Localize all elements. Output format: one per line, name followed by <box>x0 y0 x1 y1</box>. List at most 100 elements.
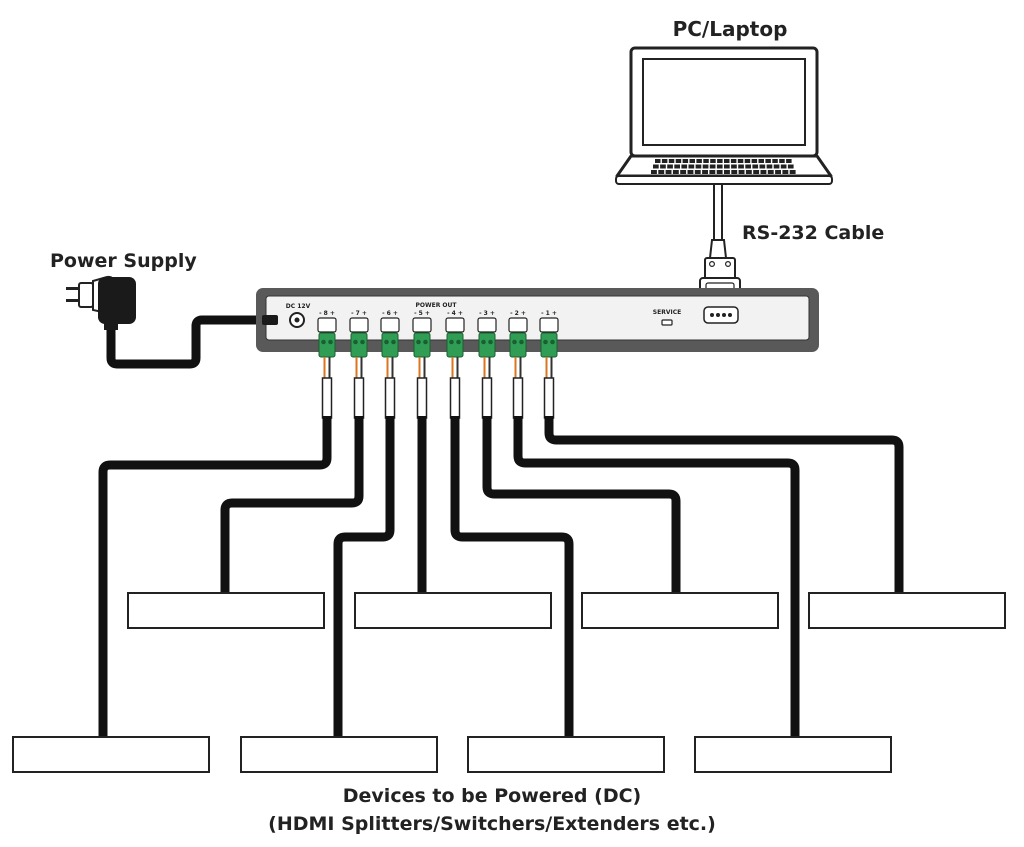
cable-port-4 <box>450 416 574 737</box>
device-box <box>808 592 1006 629</box>
port-label: - 8 + <box>319 310 335 317</box>
key <box>696 159 702 163</box>
key <box>681 164 688 169</box>
cable-sleeve-icon <box>512 377 524 419</box>
key <box>759 164 766 169</box>
key <box>787 164 794 169</box>
key <box>724 159 730 163</box>
key <box>710 159 716 163</box>
key <box>668 159 675 163</box>
key <box>687 170 694 174</box>
key <box>745 164 751 169</box>
key <box>779 159 785 163</box>
screw-icon <box>391 339 396 345</box>
port-label: - 2 + <box>510 310 526 317</box>
device-box <box>467 736 665 773</box>
rs232-cable <box>708 183 728 259</box>
terminal-block-icon <box>478 332 496 358</box>
key <box>702 170 708 174</box>
key <box>765 159 771 163</box>
screw-icon <box>360 339 365 345</box>
key <box>694 170 701 174</box>
port-socket-icon <box>539 317 559 333</box>
output-cables <box>98 416 904 737</box>
key <box>738 170 745 174</box>
device-box <box>581 592 779 629</box>
key <box>773 164 780 169</box>
key <box>651 170 657 174</box>
key <box>730 159 737 163</box>
cable-sleeve-icon <box>449 377 461 419</box>
cable-sleeve-icon <box>416 377 428 419</box>
terminal-blocks <box>318 332 558 419</box>
key <box>786 159 792 163</box>
key <box>744 159 751 163</box>
port-socket-icon <box>412 317 432 333</box>
cable-sleeve-icon <box>384 377 396 419</box>
screw-icon <box>449 339 454 345</box>
key <box>767 170 774 174</box>
port-socket-icon <box>477 317 497 333</box>
power-out-ports: - 8 +- 7 +- 6 +- 5 +- 4 +- 3 +- 2 +- 1 + <box>317 310 559 333</box>
key <box>766 164 773 169</box>
cable-port-1 <box>544 416 904 593</box>
key <box>753 170 760 174</box>
key <box>703 159 709 163</box>
terminal-block-icon <box>350 332 368 358</box>
cable-port-2 <box>513 416 800 737</box>
cable-sleeve-icon <box>481 377 493 419</box>
key <box>658 170 665 174</box>
key <box>780 164 787 169</box>
key <box>775 170 781 174</box>
rs232-port-icon <box>703 306 739 324</box>
cable-port-3 <box>482 416 681 593</box>
terminal-block-icon <box>540 332 558 358</box>
devices-caption: Devices to be Powered (DC) <box>343 785 641 807</box>
key <box>758 159 764 163</box>
power-out-label: POWER OUT <box>416 302 458 309</box>
port-socket-icon <box>508 317 528 333</box>
pc-laptop-label: PC/Laptop <box>673 17 788 41</box>
key <box>782 170 789 174</box>
key <box>731 164 737 169</box>
screw-icon <box>416 339 421 345</box>
power-supply-label: Power Supply <box>50 250 197 272</box>
screw-icon <box>543 339 548 345</box>
device-box <box>694 736 892 773</box>
device-box <box>127 592 325 629</box>
power-supply-cable <box>106 315 270 369</box>
screw-icon <box>328 339 333 345</box>
key <box>716 170 723 174</box>
cable-port-6 <box>333 416 395 737</box>
key <box>789 170 796 174</box>
port-label: - 5 + <box>414 310 430 317</box>
terminal-block-icon <box>381 332 399 358</box>
service-label: SERVICE <box>653 309 681 316</box>
key <box>655 159 661 163</box>
key <box>665 170 672 174</box>
key <box>682 159 689 163</box>
terminal-block-icon <box>509 332 527 358</box>
key <box>745 170 752 174</box>
devices-caption-sub: (HDMI Splitters/Switchers/Extenders etc.… <box>268 813 716 835</box>
terminal-block-icon <box>446 332 464 358</box>
key <box>680 170 687 174</box>
screw-icon <box>519 339 524 345</box>
cable-sleeve-icon <box>543 377 555 419</box>
port-socket-icon <box>317 317 337 333</box>
port-socket-icon <box>349 317 369 333</box>
port-label: - 3 + <box>479 310 495 317</box>
device-box <box>12 736 210 773</box>
key <box>661 159 668 163</box>
power-distribution-unit: DC 12V POWER OUT - 8 +- 7 +- 6 +- 5 +- 4… <box>256 288 819 352</box>
key <box>738 164 744 169</box>
service-port-icon <box>661 319 673 326</box>
devices-to-be-powered <box>12 592 1006 773</box>
screw-icon <box>512 339 517 345</box>
device-box <box>354 592 552 629</box>
screw-icon <box>384 339 389 345</box>
key <box>724 170 730 174</box>
laptop-icon <box>615 46 833 185</box>
key <box>653 164 659 169</box>
